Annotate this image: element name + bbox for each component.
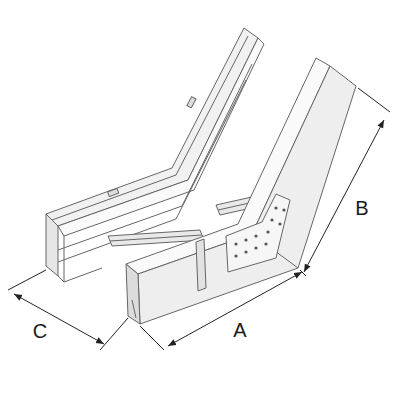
dimension-label: A — [233, 320, 246, 340]
dimension-line — [304, 120, 384, 272]
back-rail-web — [46, 214, 58, 276]
front-rail-face — [138, 66, 356, 324]
dimension-label: B — [355, 198, 368, 218]
coupler — [196, 239, 206, 291]
splice-plate — [226, 194, 290, 272]
dimension-line — [14, 294, 104, 344]
dimension-label: C — [33, 321, 47, 341]
front-rail-edge — [126, 264, 140, 324]
dimension-line — [168, 272, 302, 346]
